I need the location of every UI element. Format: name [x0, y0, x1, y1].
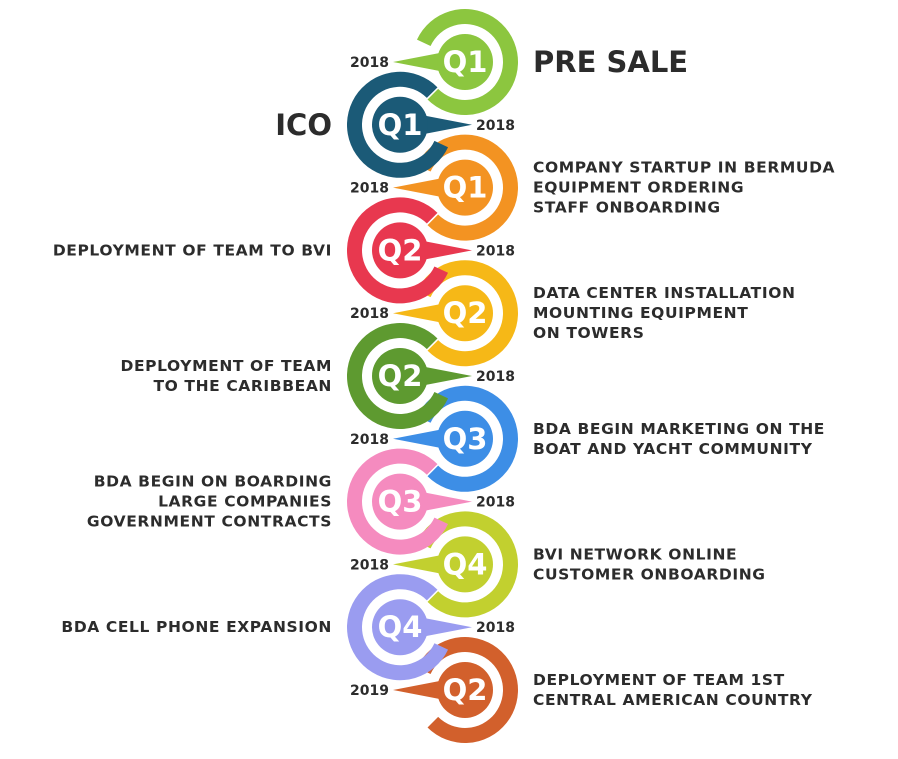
milestone-description-line: DEPLOYMENT OF TEAM TO BVI — [53, 241, 332, 259]
milestone-year: 2018 — [350, 181, 389, 197]
milestone-pointer — [415, 113, 472, 136]
milestone-disc — [437, 536, 493, 593]
milestone-year: 2018 — [476, 620, 515, 636]
milestone-description-line: DEPLOYMENT OF TEAM 1ST — [533, 671, 785, 689]
milestone-quarter: Q2 — [443, 296, 488, 330]
milestone-ring — [346, 574, 449, 681]
milestone-disc — [437, 34, 493, 90]
milestone-year: 2018 — [350, 306, 389, 322]
milestone-description-line: EQUIPMENT ORDERING — [533, 179, 744, 197]
milestone-description-line: COMPANY STARTUP IN BERMUDA — [533, 159, 835, 177]
milestone-disc — [437, 285, 493, 342]
milestone-pointer — [393, 176, 450, 199]
milestone-ring — [416, 9, 519, 116]
milestone-10: Q4 2018 BDA CELL PHONE EXPANSION — [61, 574, 515, 681]
milestone-year: 2018 — [350, 432, 389, 448]
milestone-quarter: Q3 — [443, 422, 488, 456]
milestone-year: 2018 — [350, 557, 389, 573]
milestone-year: 2018 — [476, 369, 515, 385]
milestone-description-line: CUSTOMER ONBOARDING — [533, 565, 766, 583]
milestone-pointer — [393, 679, 450, 701]
milestone-quarter: Q2 — [378, 233, 423, 267]
milestone-disc — [372, 96, 428, 153]
milestone-description-line: GOVERNMENT CONTRACTS — [87, 513, 332, 531]
milestone-5: Q2 2018 DATA CENTER INSTALLATION MOUNTING E… — [350, 260, 796, 367]
milestone-2: Q1 2018 ICO — [275, 71, 515, 178]
milestone-disc — [437, 662, 493, 718]
milestone-ring — [416, 511, 519, 618]
milestone-disc — [372, 473, 428, 530]
milestone-1: Q1 2018 PRE SALE — [350, 9, 688, 116]
milestone-quarter: Q4 — [378, 610, 423, 644]
milestone-ring — [346, 322, 449, 429]
milestone-description-line: DATA CENTER INSTALLATION — [533, 284, 796, 302]
milestone-pointer — [415, 490, 472, 513]
milestone-description-line: MOUNTING EQUIPMENT — [533, 304, 748, 322]
milestone-year: 2019 — [350, 683, 389, 699]
milestone-description-line: BDA BEGIN MARKETING ON THE — [533, 420, 825, 438]
milestone-pointer — [393, 302, 450, 325]
milestone-description-line: ON TOWERS — [533, 324, 644, 342]
milestone-description-line: LARGE COMPANIES — [158, 493, 332, 511]
milestone-8: Q3 2018 BDA BEGIN ON BOARDING LARGE COMPANI… — [87, 448, 515, 555]
milestone-description-line: BVI NETWORK ONLINE — [533, 545, 737, 563]
milestone-disc — [437, 159, 493, 216]
milestone-ring — [416, 637, 519, 744]
milestone-quarter: Q2 — [378, 359, 423, 393]
milestone-disc — [437, 410, 493, 467]
milestone-title: PRE SALE — [533, 45, 688, 79]
milestone-pointer — [393, 51, 450, 73]
milestone-pointer — [415, 365, 472, 387]
milestone-year: 2018 — [476, 243, 515, 259]
milestone-11: Q2 2019 DEPLOYMENT OF TEAM 1ST CENTRAL AMER… — [350, 637, 813, 744]
milestone-quarter: Q1 — [443, 171, 488, 205]
milestone-disc — [372, 222, 428, 279]
milestone-pointer — [393, 553, 450, 576]
milestone-description-line: TO THE CARIBBEAN — [153, 377, 332, 395]
milestone-description-line: BDA CELL PHONE EXPANSION — [61, 618, 332, 636]
milestone-disc — [372, 599, 428, 656]
milestone-disc — [372, 348, 428, 404]
milestone-7: Q3 2018 BDA BEGIN MARKETING ON THE BOAT AND… — [350, 385, 825, 492]
milestone-description-line: CENTRAL AMERICAN COUNTRY — [533, 691, 813, 709]
milestone-description-line: BDA BEGIN ON BOARDING — [94, 473, 332, 491]
milestone-quarter: Q1 — [378, 108, 423, 142]
milestone-ring — [346, 71, 449, 178]
milestone-ring — [346, 197, 449, 304]
milestone-description-line: DEPLOYMENT OF TEAM — [121, 357, 332, 375]
milestone-year: 2018 — [350, 55, 389, 71]
milestone-quarter: Q2 — [443, 673, 488, 707]
milestone-9: Q4 2018 BVI NETWORK ONLINE CUSTOMER ONBOARD… — [350, 511, 766, 618]
milestone-pointer — [393, 427, 450, 450]
milestone-quarter: Q4 — [443, 547, 488, 581]
milestone-pointer — [415, 239, 472, 262]
milestone-year: 2018 — [476, 495, 515, 511]
milestone-description-line: BOAT AND YACHT COMMUNITY — [533, 440, 813, 458]
milestone-ring — [346, 448, 449, 555]
milestone-ring — [416, 134, 519, 241]
milestone-quarter: Q1 — [443, 45, 488, 79]
milestone-pointer — [415, 616, 472, 639]
milestone-6: Q2 2018 DEPLOYMENT OF TEAM TO THE CARIBBEAN — [121, 322, 515, 429]
milestone-3: Q1 2018 COMPANY STARTUP IN BERMUDA EQUIPMEN… — [350, 134, 835, 241]
milestone-4: Q2 2018 DEPLOYMENT OF TEAM TO BVI — [53, 197, 515, 304]
milestone-ring — [416, 260, 519, 367]
milestone-ring — [416, 385, 519, 492]
milestone-description-line: STAFF ONBOARDING — [533, 199, 721, 217]
milestone-title: ICO — [275, 108, 332, 142]
milestone-year: 2018 — [476, 118, 515, 134]
milestone-quarter: Q3 — [378, 485, 423, 519]
